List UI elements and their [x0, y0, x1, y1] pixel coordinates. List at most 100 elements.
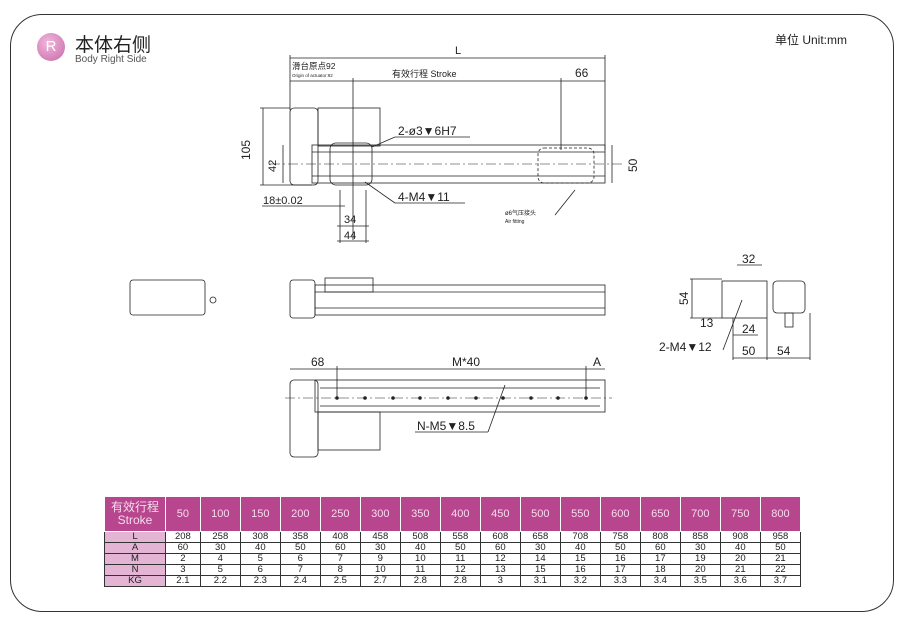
side-tap-label: 2-M4▼12: [659, 340, 712, 354]
stroke-col-header: 400: [439, 496, 481, 532]
table-cell: 16: [599, 553, 641, 565]
dim-A: A: [593, 355, 601, 369]
table-cell: 60: [165, 542, 201, 554]
table-cell: 3.4: [639, 575, 681, 587]
table-cell: 558: [439, 531, 481, 543]
dim-42: 42: [267, 160, 279, 172]
table-cell: 14: [519, 553, 561, 565]
table-cell: 22: [759, 564, 802, 576]
table-cell: 758: [599, 531, 641, 543]
dim-50-side: 50: [742, 344, 756, 358]
dim-13: 13: [700, 316, 714, 330]
table-cell: 608: [479, 531, 521, 543]
origin-label-en: Origin of actuator:92: [292, 73, 333, 78]
table-cell: 458: [359, 531, 401, 543]
air-fitting-label-en: Air fitting: [505, 219, 525, 225]
dim-66: 66: [575, 66, 589, 80]
table-cell: 2.1: [165, 575, 201, 587]
table-cell: 13: [479, 564, 521, 576]
table-cell: 17: [599, 564, 641, 576]
stroke-col-header: 500: [519, 496, 561, 532]
dim-68: 68: [311, 355, 325, 369]
table-cell: 18: [639, 564, 681, 576]
table-cell: 16: [559, 564, 601, 576]
table-cell: 20: [719, 553, 761, 565]
table-cell: 11: [439, 553, 481, 565]
stroke-col-header: 50: [165, 496, 201, 532]
table-cell: 12: [479, 553, 521, 565]
page-frame: [10, 14, 894, 612]
table-cell: 2.8: [399, 575, 441, 587]
table-cell: 19: [679, 553, 721, 565]
bottom-view: 68 M*40 A N-M5▼8.5: [285, 355, 612, 458]
table-cell: 958: [759, 531, 802, 543]
table-cell: 2.8: [439, 575, 481, 587]
table-cell: 3: [479, 575, 521, 587]
table-cell: 7: [279, 564, 321, 576]
pitch-label: M*40: [452, 355, 480, 369]
table-cell: 3.6: [719, 575, 761, 587]
table-cell: 308: [239, 531, 281, 543]
row-label: M: [104, 553, 166, 565]
table-cell: 21: [719, 564, 761, 576]
table-cell: 30: [359, 542, 401, 554]
table-cell: 5: [199, 564, 241, 576]
table-cell: 2.4: [279, 575, 321, 587]
table-cell: 12: [439, 564, 481, 576]
table-cell: 3.1: [519, 575, 561, 587]
table-cell: 6: [279, 553, 321, 565]
table-cell: 508: [399, 531, 441, 543]
holes-label: N-M5▼8.5: [417, 419, 475, 433]
table-cell: 60: [479, 542, 521, 554]
top-view: L 滑台原点92 Origin of actuator:92 有效行程 Stro…: [239, 45, 640, 243]
stroke-col-header: 300: [359, 496, 401, 532]
row-label: N: [104, 564, 166, 576]
table-cell: 2.5: [319, 575, 361, 587]
table-cell: 5: [239, 553, 281, 565]
page-subtitle: Body Right Side: [75, 54, 147, 65]
table-cell: 2: [165, 553, 201, 565]
table-cell: 60: [319, 542, 361, 554]
table-cell: 50: [599, 542, 641, 554]
table-cell: 40: [399, 542, 441, 554]
table-cell: 10: [399, 553, 441, 565]
table-cell: 60: [639, 542, 681, 554]
dim-L: L: [455, 45, 461, 57]
table-cell: 658: [519, 531, 561, 543]
dim-24: 24: [742, 322, 756, 336]
stroke-col-header: 450: [479, 496, 521, 532]
stroke-col-header: 800: [759, 496, 802, 532]
table-cell: 7: [319, 553, 361, 565]
side-view: 32 54 13 24 2-M4▼12 50 54: [659, 252, 811, 360]
table-cell: 8: [319, 564, 361, 576]
stroke-label: 有效行程 Stroke: [392, 68, 457, 79]
table-cell: 10: [359, 564, 401, 576]
stroke-col-header: 100: [199, 496, 241, 532]
table-cell: 3: [165, 564, 201, 576]
table-cell: 15: [519, 564, 561, 576]
table-cell: 6: [239, 564, 281, 576]
table-cell: 3.5: [679, 575, 721, 587]
table-cell: 208: [165, 531, 201, 543]
table-cell: 408: [319, 531, 361, 543]
pin-hole-label: 2-ø3▼6H7: [398, 124, 457, 138]
table-cell: 30: [679, 542, 721, 554]
table-cell: 15: [559, 553, 601, 565]
dim-50: 50: [626, 158, 640, 172]
table-cell: 2.3: [239, 575, 281, 587]
origin-label: 滑台原点92: [292, 61, 336, 71]
table-cell: 20: [679, 564, 721, 576]
dim-44: 44: [344, 230, 356, 242]
page-title: 本体右侧: [75, 35, 152, 56]
end-view-left: [129, 279, 217, 316]
table-cell: 3.7: [759, 575, 802, 587]
stroke-col-header: 250: [319, 496, 361, 532]
air-fitting-label: ø6气压接头: [505, 209, 536, 217]
table-cell: 4: [199, 553, 241, 565]
